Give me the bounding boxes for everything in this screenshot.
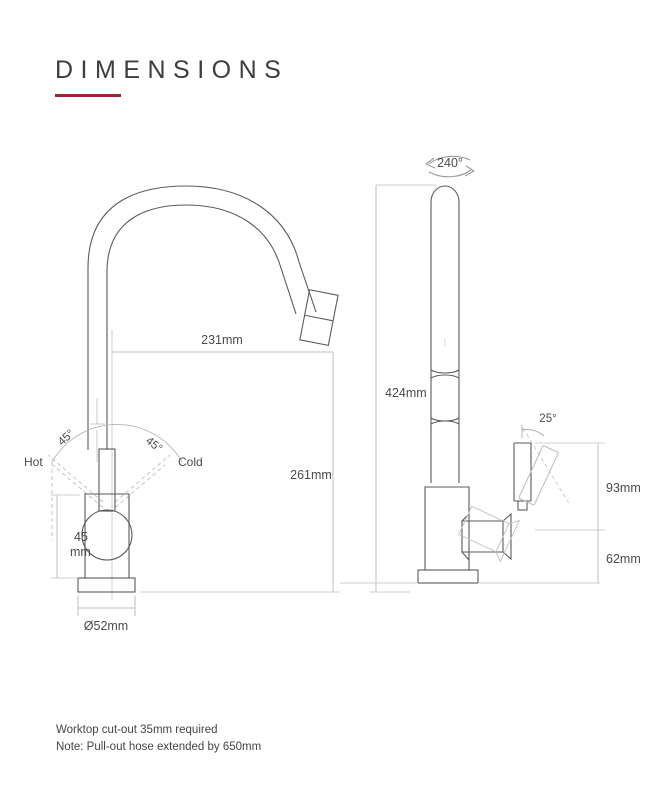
label-hot: Hot: [24, 455, 43, 469]
lever-angle-indicator: [521, 425, 571, 506]
valve-body-front: [84, 493, 130, 579]
page-title: DIMENSIONS: [55, 56, 289, 84]
handle-swing-arc: [51, 423, 183, 463]
label-lever-angle: 25°: [539, 413, 556, 425]
dim-label-base-diameter: Ø52mm: [84, 619, 128, 633]
front-view-group: 231mm 261mm: [24, 185, 340, 633]
handle-swing-guides: [47, 454, 171, 540]
label-cold: Cold: [178, 455, 203, 469]
page-title-block: DIMENSIONS: [55, 58, 288, 97]
dim-label-spout-reach: 231mm: [201, 333, 243, 347]
base-plate-side: [417, 569, 479, 584]
dim-base-diameter: Ø52mm: [77, 596, 136, 633]
title-underline-rule: [55, 94, 121, 97]
dim-label-upper-offset: 93mm: [606, 481, 641, 495]
ball-joint-front: [81, 509, 133, 561]
dim-label-handle-height-2: mm: [70, 545, 91, 559]
dim-label-handle-height-1: 45: [74, 530, 88, 544]
dim-label-lower-offset: 62mm: [606, 552, 641, 566]
dim-handle-height: 45 mm: [51, 494, 91, 579]
dim-overall-height: 424mm: [370, 184, 437, 593]
dim-spout-reach: 231mm: [111, 330, 333, 600]
valve-housing-ghost: [458, 505, 521, 563]
dim-offsets: 93mm 62mm: [535, 442, 641, 583]
label-angle-left: 45°: [56, 428, 77, 449]
dim-label-overall-height: 424mm: [385, 386, 427, 400]
swivel-indicator: [425, 155, 475, 178]
spout-column-side: [430, 185, 460, 483]
dim-label-spout-height: 261mm: [290, 468, 332, 482]
label-swivel-angle: 240°: [437, 156, 463, 170]
side-view-group: 240° 424mm: [340, 155, 641, 593]
front-centerline: [90, 398, 105, 462]
dim-spout-height: 261mm: [140, 352, 340, 593]
base-plate-front: [77, 577, 136, 593]
label-angle-right: 45°: [143, 435, 164, 455]
spout-gooseneck: [87, 185, 317, 450]
note-worktop-cutout: Worktop cut-out 35mm required: [56, 724, 218, 736]
lever-handle-front: [98, 448, 116, 512]
lever-handle-tilted: [518, 445, 559, 506]
footer-notes: Worktop cut-out 35mm required Note: Pull…: [56, 722, 261, 756]
spray-head: [299, 289, 339, 346]
note-pullout-hose: Note: Pull-out hose extended by 650mm: [56, 741, 262, 753]
